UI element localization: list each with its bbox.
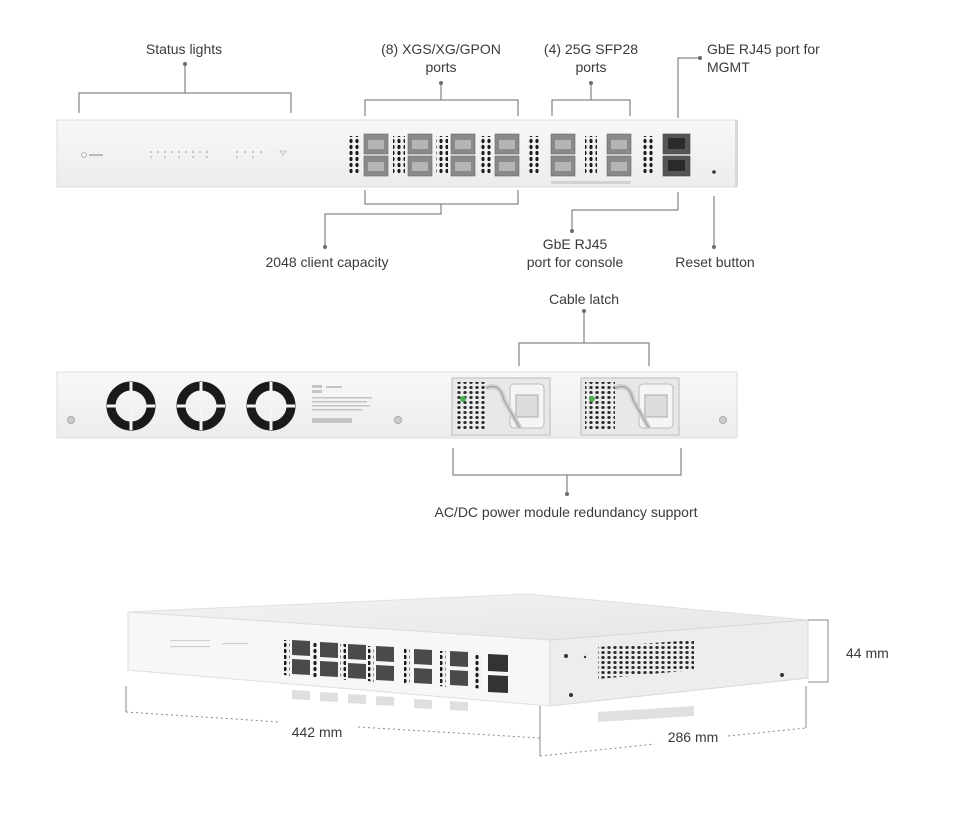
status-leds	[150, 151, 262, 158]
front-vent-4	[479, 136, 491, 174]
label-sfp28-line2: ports	[575, 59, 606, 75]
dimension-lines	[125, 619, 829, 757]
reflection	[292, 690, 694, 722]
perspective-view: 44 mm 442 mm 286 mm	[125, 593, 889, 757]
label-width-dimension: 442 mm	[292, 724, 343, 740]
label-cable-latch: Cable latch	[549, 291, 619, 307]
reset-button-hole	[712, 170, 716, 174]
fan-2	[176, 381, 226, 431]
front-logo-text	[89, 154, 103, 156]
label-mgmt-line2: MGMT	[707, 59, 750, 75]
sfp-label-strip	[551, 181, 631, 184]
label-depth-dimension: 286 mm	[668, 729, 719, 745]
front-vent-3	[436, 136, 448, 174]
perspective-ports	[292, 640, 508, 693]
sfp28-port-cages	[555, 140, 627, 171]
label-mgmt-line1: GbE RJ45 port for	[707, 41, 820, 57]
label-console-line2: port for console	[527, 254, 624, 270]
front-vent-2	[393, 136, 405, 174]
status-arrow-icon	[279, 150, 287, 156]
rear-screw-mid	[394, 416, 402, 424]
perspective-leds	[170, 640, 248, 648]
rear-callouts	[452, 312, 682, 493]
xgs-port-cages	[368, 140, 515, 171]
label-sfp28-line1: (4) 25G SFP28	[544, 41, 638, 57]
front-chassis-edge	[735, 120, 738, 187]
label-reset-button: Reset button	[675, 254, 754, 270]
fan-3	[246, 381, 296, 431]
front-callout-dots	[183, 56, 716, 249]
label-console-line1: GbE RJ45	[543, 236, 608, 252]
side-vent	[598, 640, 694, 679]
label-xgs-ports-line1: (8) XGS/XG/GPON	[381, 41, 501, 57]
front-vent-7	[641, 136, 653, 174]
rear-panel: Cable latch AC/DC power module redundanc…	[56, 291, 738, 520]
side-screws	[564, 654, 784, 697]
label-height-dimension: 44 mm	[846, 645, 889, 661]
rj45-ports	[662, 133, 691, 177]
fan-1	[106, 381, 156, 431]
power-module-1	[451, 377, 551, 436]
front-callouts	[78, 57, 715, 246]
power-module-2	[580, 377, 680, 436]
regulatory-label	[312, 385, 372, 423]
rear-screw-left	[67, 416, 75, 424]
label-client-capacity: 2048 client capacity	[266, 254, 389, 270]
front-vent-6	[585, 136, 597, 174]
label-xgs-ports-line2: ports	[425, 59, 456, 75]
front-vent-5	[528, 136, 540, 174]
perspective-front-vents	[284, 640, 481, 689]
label-power-redundancy: AC/DC power module redundancy support	[434, 504, 697, 520]
rear-screw-right	[719, 416, 727, 424]
rear-callout-dots	[565, 309, 586, 496]
label-status-lights: Status lights	[146, 41, 222, 57]
front-vent-1	[349, 136, 361, 174]
front-panel: Status lights (8) XGS/XG/GPON ports (4) …	[56, 41, 820, 270]
front-logo	[81, 152, 87, 158]
